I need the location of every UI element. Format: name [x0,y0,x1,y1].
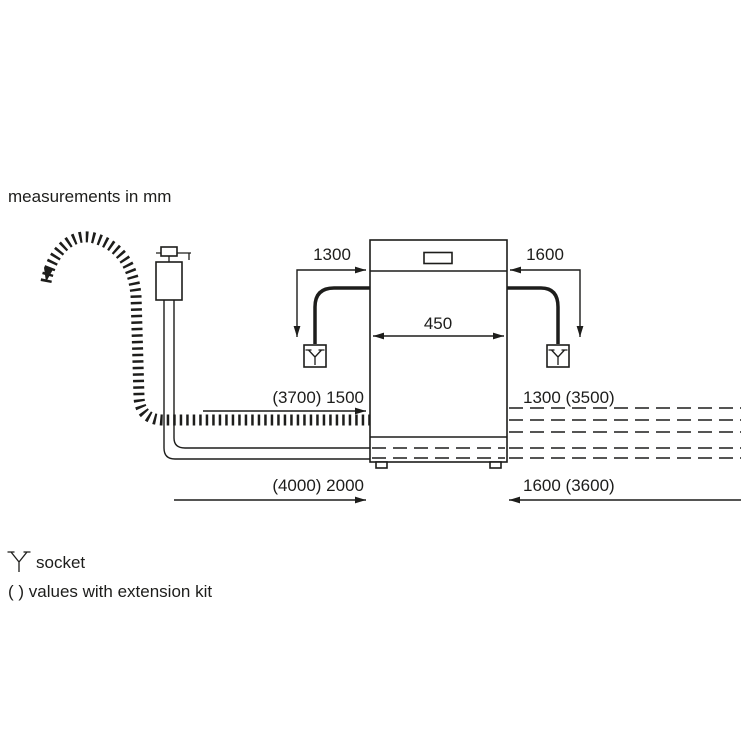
left-foot [375,461,388,469]
dishwasher-body [369,239,508,463]
right-socket-cable [507,286,560,344]
page-title: measurements in mm [8,187,171,206]
tap-valve-icon [160,246,178,257]
extension-hose-dashes [509,407,741,459]
right-foot [489,461,502,469]
legend: socket ( ) values with extension kit [7,551,212,601]
dim-cord-left: (4000) 2000 [174,476,366,504]
door-handle [423,251,453,265]
dishwasher [369,239,508,469]
dim-label-hose-right: 1300 (3500) [523,388,615,407]
dim-hose-right: 1300 (3500) [509,388,741,459]
dim-arrow-socket-left [293,266,366,337]
right-socket [546,344,570,368]
dim-arrow-socket-right [510,266,584,337]
supply-hose-outer-line [163,300,370,460]
left-socket [303,344,327,368]
dim-cord-right: 1600 (3600) [509,476,741,504]
legend-socket-label: socket [36,553,85,572]
dim-label-cord-right: 1600 (3600) [523,476,615,495]
supply-hose-inner-line [173,300,370,449]
socket-icon [7,551,31,572]
left-socket-cable [313,286,370,344]
dim-label-hose-left: (3700) 1500 [272,388,364,407]
dim-label-socket-right: 1600 [526,245,564,264]
dim-label-cord-left: (4000) 2000 [272,476,364,495]
drain-hose-corrugated-path [40,231,370,426]
base-hose-dashes [372,447,505,459]
dim-socket-right: 1600 [510,245,584,337]
socket-icon [548,349,568,365]
aquastop-box [155,261,183,301]
water-supply-assembly [155,246,370,460]
dim-label-socket-left: 1300 [313,245,351,264]
legend-extension-note: ( ) values with extension kit [8,582,212,601]
drain-hose [40,231,370,426]
socket-icon [305,349,325,365]
dim-hose-left: (3700) 1500 [203,388,366,415]
dim-width: 450 [373,314,504,340]
dim-label-width: 450 [424,314,452,333]
dim-socket-left: 1300 [293,245,366,337]
